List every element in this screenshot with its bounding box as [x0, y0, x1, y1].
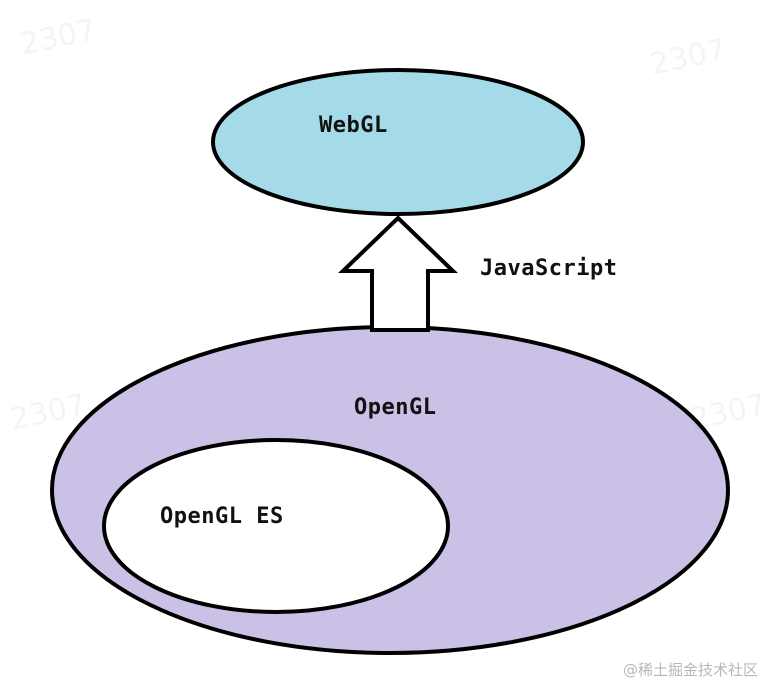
javascript-label: JavaScript: [480, 256, 618, 281]
webgl-ellipse: [211, 68, 585, 216]
webgl-label: WebGL: [319, 113, 388, 138]
up-arrow: [338, 215, 458, 332]
opengl-es-label: OpenGL ES: [160, 504, 284, 529]
opengl-es-ellipse: [102, 438, 450, 614]
source-credit: @稀土掘金技术社区: [622, 661, 758, 679]
opengl-label: OpenGL: [354, 395, 437, 420]
